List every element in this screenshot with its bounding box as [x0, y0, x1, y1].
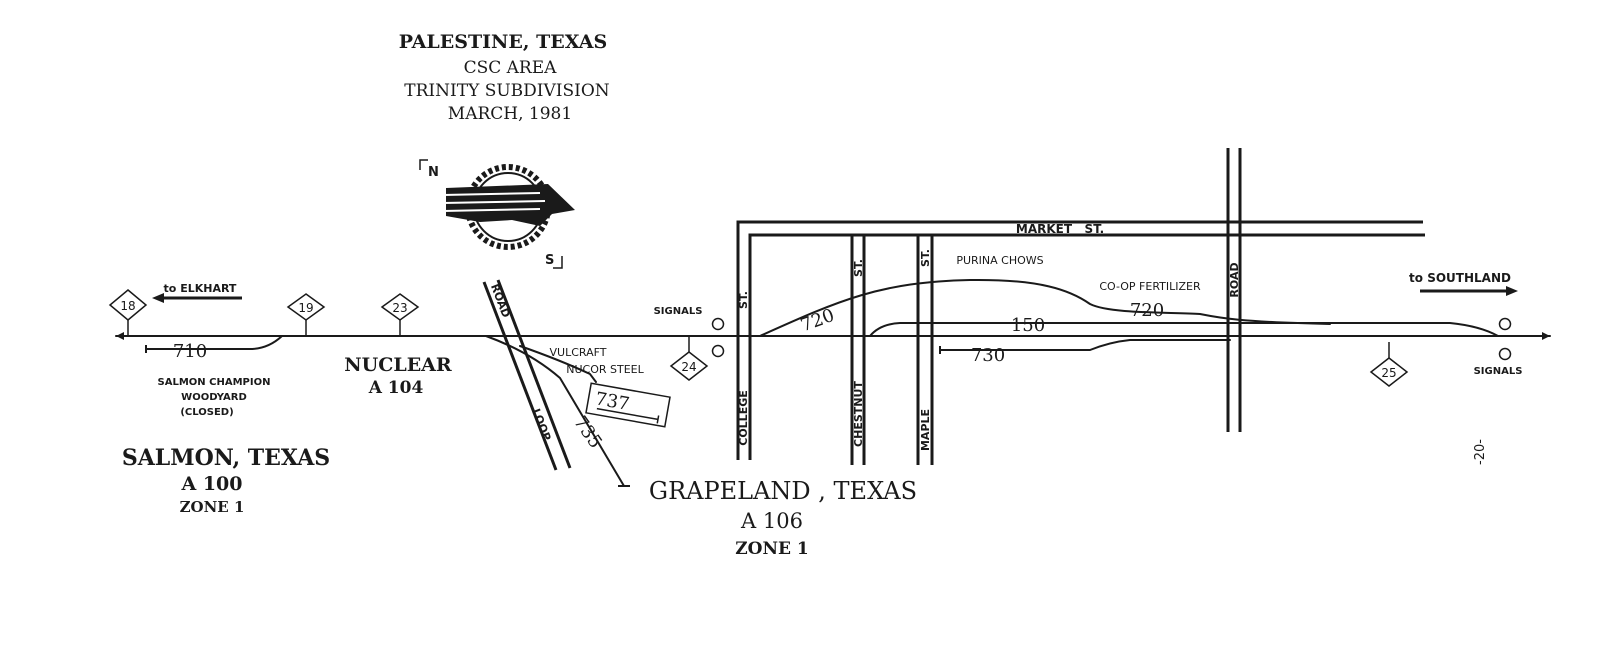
track-label-150: 150	[1011, 315, 1045, 336]
track-735	[485, 335, 625, 487]
eagle-icon	[442, 184, 575, 226]
industry-labels: SALMON CHAMPION WOODYARD (CLOSED) VULCRA…	[158, 254, 1201, 418]
street-college: COLLEGE	[737, 390, 750, 446]
track-label-720b: 720	[1130, 300, 1164, 321]
station-nuclear-code: A 104	[368, 378, 424, 398]
station-salmon-zone: ZONE 1	[180, 498, 245, 516]
station-grapeland: GRAPELAND , TEXAS A 106 ZONE 1	[649, 477, 917, 559]
signals-east-label: SIGNALS	[1474, 366, 1523, 377]
track-label-720a: 720	[798, 305, 837, 336]
station-nuclear: NUCLEAR A 104	[344, 354, 452, 398]
direction-elkhart-label: to ELKHART	[164, 282, 237, 295]
industry-coop: CO-OP FERTILIZER	[1099, 280, 1201, 293]
svg-text:25: 25	[1381, 366, 1396, 380]
header-date: MARCH, 1981	[448, 104, 572, 124]
signal-west-upper-icon	[711, 317, 725, 331]
track-label-737-box: 737	[585, 382, 671, 428]
svg-text:18: 18	[120, 299, 135, 313]
signals: SIGNALS SIGNALS	[654, 306, 1523, 377]
industry-closed: (CLOSED)	[180, 407, 233, 418]
station-salmon-name: SALMON, TEXAS	[122, 445, 330, 471]
south-arrow-icon: S	[545, 253, 563, 269]
direction-southland-label: to SOUTHLAND	[1409, 271, 1511, 285]
header-title: PALESTINE, TEXAS	[399, 31, 607, 53]
street-chestnut-st: ST.	[852, 259, 865, 277]
svg-text:23: 23	[392, 301, 407, 315]
station-nuclear-name: NUCLEAR	[344, 354, 452, 376]
mileposts: 18 19 23 24 25	[108, 289, 1409, 387]
north-label: N	[428, 165, 439, 180]
street-grid	[482, 148, 1425, 471]
north-arrow-icon: N	[419, 159, 439, 180]
street-road-right: ROAD	[1228, 262, 1241, 297]
south-label: S	[545, 253, 554, 268]
signal-east-upper-icon	[1498, 317, 1512, 331]
street-market: MARKET ST.	[1016, 222, 1104, 236]
station-grapeland-code: A 106	[740, 509, 803, 533]
industry-salmon-champion: SALMON CHAMPION	[158, 377, 271, 388]
track-label-710: 710	[173, 341, 207, 362]
header-block: PALESTINE, TEXAS CSC AREA TRINITY SUBDIV…	[399, 31, 610, 124]
track-710	[145, 335, 283, 350]
street-maple-st: ST.	[919, 249, 932, 267]
direction-southland: to SOUTHLAND	[1409, 271, 1518, 296]
milepost-25: 25	[1369, 342, 1409, 387]
track-labels: 710 720 720 150 730 737 735	[173, 300, 1164, 452]
station-salmon-code: A 100	[180, 473, 242, 495]
header-area: CSC AREA	[464, 58, 558, 78]
street-college-st: ST.	[737, 291, 750, 309]
track-737	[519, 345, 597, 383]
track-730	[939, 339, 1231, 351]
direction-elkhart: to ELKHART	[152, 282, 242, 303]
station-salmon: SALMON, TEXAS A 100 ZONE 1	[122, 445, 330, 516]
industry-vulcraft: VULCRAFT	[550, 346, 607, 359]
milepost-19: 19	[286, 293, 326, 336]
header-subdivision: TRINITY SUBDIVISION	[404, 81, 610, 101]
street-chestnut: CHESTNUT	[852, 381, 865, 447]
tracks	[115, 278, 1551, 487]
page-number: -20-	[1473, 439, 1488, 465]
station-grapeland-name: GRAPELAND , TEXAS	[649, 477, 917, 505]
railroad-logo: N S	[419, 159, 575, 269]
milepost-24: 24	[669, 336, 709, 381]
street-maple: MAPLE	[919, 409, 932, 451]
signal-east-lower-icon	[1498, 347, 1512, 361]
industry-nucor: NUCOR STEEL	[566, 363, 644, 376]
track-150	[869, 322, 1499, 337]
industry-purina: PURINA CHOWS	[956, 254, 1043, 267]
signals-west-label: SIGNALS	[654, 306, 703, 317]
milepost-23: 23	[380, 293, 420, 336]
station-grapeland-zone: ZONE 1	[735, 539, 808, 559]
track-label-730: 730	[971, 345, 1005, 366]
industry-woodyard: WOODYARD	[181, 392, 247, 403]
milepost-18: 18	[108, 289, 148, 336]
svg-text:19: 19	[298, 301, 313, 315]
svg-text:24: 24	[681, 360, 696, 374]
track-720	[759, 278, 1331, 337]
signal-west-lower-icon	[711, 344, 725, 358]
